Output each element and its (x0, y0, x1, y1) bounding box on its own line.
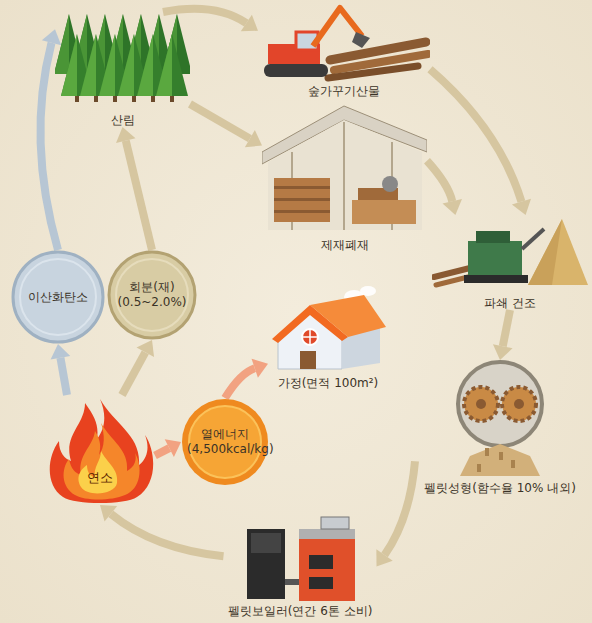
combustion-item: 연소 (45, 395, 155, 505)
node-label: 파쇄 건조 (484, 296, 536, 310)
arrow-head (252, 359, 268, 378)
circle-text: 이산화탄소 (18, 290, 99, 305)
arrow-shaft (111, 514, 224, 556)
node-label: 제재폐재 (321, 238, 369, 252)
pelletizer-item: 펠릿성형(함수율 10% 내외) (415, 360, 585, 495)
arrow-shaft (427, 161, 452, 202)
node-label: 숲가꾸기산물 (308, 84, 380, 98)
crusher-item: 파쇄 건조 (432, 215, 588, 310)
thinning-item: 숲가꾸기산물 (258, 2, 430, 98)
arrow-head (42, 29, 61, 45)
node-label: 산림 (111, 113, 135, 127)
arrow-head (376, 549, 392, 566)
arrow-shaft (385, 461, 415, 555)
circle-text: 회분(재) (0.5~2.0%) (114, 280, 191, 310)
arrow-head (165, 439, 181, 457)
fire-illustration (45, 395, 155, 505)
flow-arrow (116, 127, 152, 250)
arrow-head (116, 127, 135, 143)
circle-text: 열에너지 (4,500kcal/kg) (187, 427, 263, 457)
sawmill-illustration (262, 100, 427, 252)
flow-arrow (376, 461, 415, 566)
crusher-illustration (432, 215, 588, 310)
house-illustration (268, 285, 388, 390)
arrow-shaft (503, 310, 510, 346)
arrow-head (493, 344, 513, 360)
arrow-head (51, 344, 71, 360)
arrow-shaft (126, 141, 152, 250)
arrow-shaft (122, 352, 145, 395)
arrow-shaft (225, 368, 255, 398)
flow-arrow (225, 359, 268, 398)
node-label: 가정(면적 100m²) (278, 376, 379, 390)
co2-circle: 이산화탄소 (11, 250, 105, 344)
flow-arrow (122, 340, 154, 395)
arrow-shaft (190, 104, 250, 139)
arrow-head (245, 130, 262, 147)
ash-circle: 회분(재) (0.5~2.0%) (107, 250, 197, 340)
arrow-head (137, 340, 155, 357)
arrow-head (512, 199, 531, 215)
flow-arrow (155, 439, 181, 457)
arrow-head (241, 15, 258, 32)
flow-arrow (190, 104, 262, 147)
forest-item: 산림 (55, 12, 190, 127)
flow-arrow (100, 505, 224, 556)
node-label: 펠릿보일러(연간 6톤 소비) (228, 604, 373, 618)
forest-illustration (55, 12, 190, 127)
house-item: 가정(면적 100m²) (268, 285, 388, 390)
excavator-illustration (258, 2, 430, 98)
arrow-head (443, 199, 462, 215)
boiler-illustration (225, 515, 375, 618)
pellet-illustration (415, 360, 585, 495)
sawmill-item: 제재폐재 (262, 100, 427, 252)
arrow-shaft (60, 358, 67, 395)
heat-circle: 열에너지 (4,500kcal/kg) (181, 398, 269, 486)
node-label: 펠릿성형(함수율 10% 내외) (424, 481, 576, 495)
boiler-item: 펠릿보일러(연간 6톤 소비) (224, 515, 377, 618)
flow-arrow (493, 310, 513, 360)
node-label: 연소 (87, 470, 113, 485)
flow-arrow (427, 161, 462, 215)
flow-arrow (51, 344, 71, 395)
arrow-head (100, 505, 117, 522)
arrow-shaft (155, 448, 169, 455)
